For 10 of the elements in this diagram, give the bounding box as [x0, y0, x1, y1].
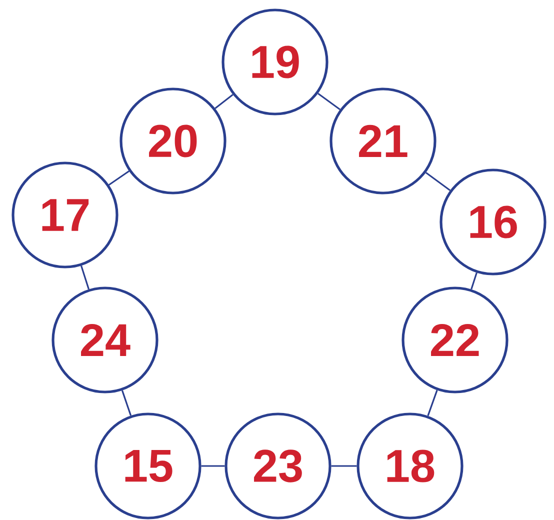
connector-line: [108, 170, 130, 186]
connector-line: [470, 272, 478, 290]
connector-line: [331, 465, 357, 467]
connector-line: [425, 172, 451, 192]
connector-line: [121, 390, 132, 416]
connector-line: [214, 94, 234, 109]
connector-line: [201, 465, 225, 467]
connector-line: [80, 266, 90, 290]
connector-line: [427, 390, 438, 416]
connector-line: [318, 92, 340, 110]
